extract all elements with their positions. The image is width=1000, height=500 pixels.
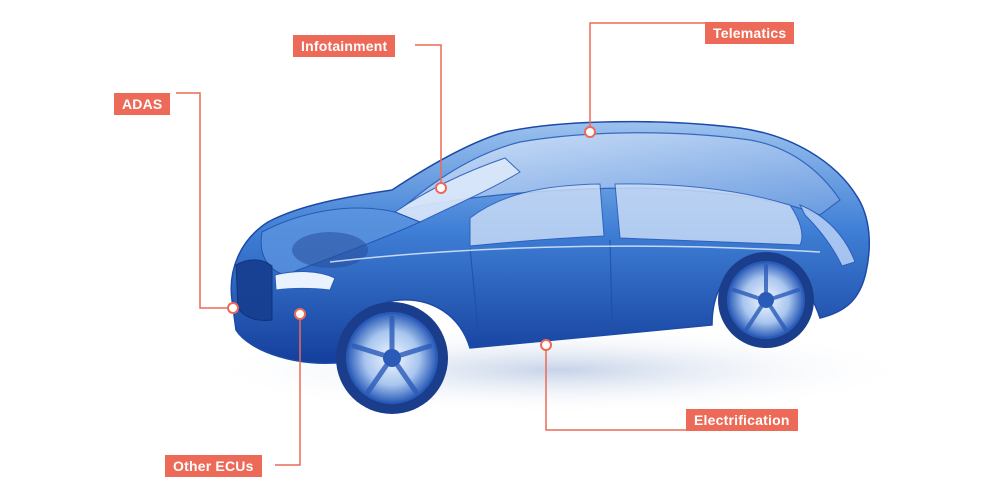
callout-label-telematics: Telematics xyxy=(705,22,795,44)
leader-line-other-ecus xyxy=(275,314,301,466)
marker-telematics xyxy=(584,126,596,138)
callout-lines xyxy=(176,22,705,466)
marker-electrification xyxy=(540,339,552,351)
callout-label-other-ecus: Other ECUs xyxy=(165,455,262,477)
marker-other-ecus xyxy=(294,308,306,320)
front-grille xyxy=(235,259,273,321)
front-wheel xyxy=(336,302,448,414)
callout-label-electrification: Electrification xyxy=(686,409,798,431)
callout-label-infotainment: Infotainment xyxy=(293,35,396,57)
engine-component xyxy=(292,232,368,268)
callout-label-adas: ADAS xyxy=(114,93,171,115)
marker-infotainment xyxy=(435,182,447,194)
leader-line-telematics xyxy=(589,22,705,132)
headlight xyxy=(274,271,336,291)
rear-window xyxy=(798,204,856,267)
windshield xyxy=(393,157,521,223)
rear-wheel xyxy=(718,252,814,348)
leader-line-infotainment xyxy=(415,44,442,188)
side-window-front xyxy=(469,183,605,247)
leader-line-electrification xyxy=(545,345,686,431)
marker-adas xyxy=(227,302,239,314)
beltline xyxy=(329,245,821,263)
side-window-rear xyxy=(614,183,803,246)
leader-line-adas xyxy=(176,92,233,309)
door-line xyxy=(469,239,613,331)
